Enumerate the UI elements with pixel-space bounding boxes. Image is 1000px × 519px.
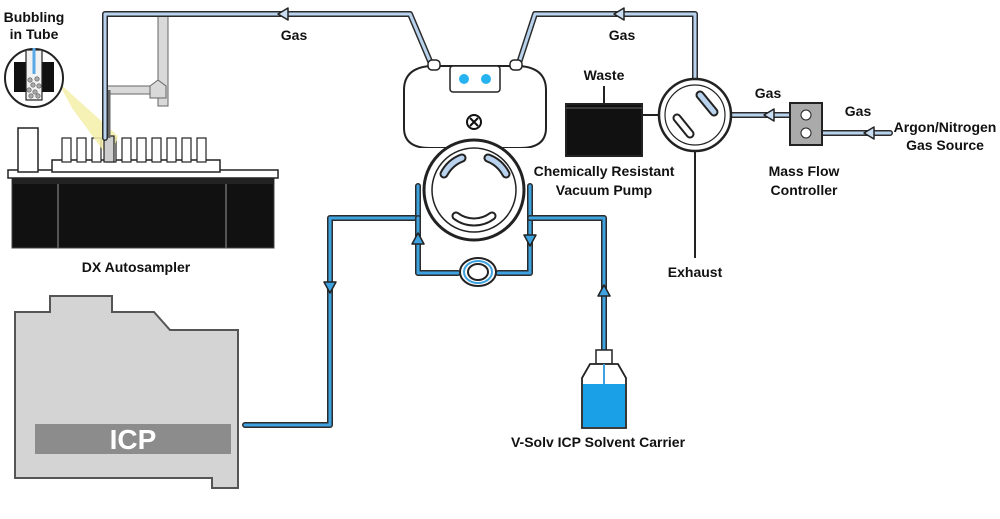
gas-line-to-autosampler-outline [102,11,435,141]
autosampler-label: DX Autosampler [82,259,191,275]
bubble [30,82,36,88]
triangle-arrow-icon [597,284,611,297]
liquid-flow-arrows [323,232,611,297]
gas-source-label-line1: Argon/Nitrogen [894,119,997,135]
pump-label-line2: Vacuum Pump [556,182,652,198]
sample-tube [151,137,162,163]
triangle-arrow-icon [323,281,337,294]
solvent-bottle [581,349,627,429]
dx-autosampler [7,13,279,249]
autosampler-base [11,173,275,249]
valve-center-x [469,117,479,127]
bubbling-label-line1: Bubbling [4,9,65,25]
gas-label-mfc-left: Gas [755,85,782,101]
valve-gas-port [427,59,441,71]
icp-sample-line [243,184,420,427]
flow-arrows [277,7,875,140]
autosampler-top-strip [12,174,274,184]
mfc-body [789,102,823,146]
sample-valve-unit [403,59,547,242]
rinse-bottle [17,127,39,173]
icp-label: ICP [110,424,157,455]
pump-label-line1: Chemically Resistant [534,163,675,179]
triangle-arrow-icon [613,7,625,21]
sample-tube [61,137,72,163]
status-led [481,74,491,84]
vacuum-pump-body [565,103,643,157]
bubbling-callout: Bubbling in Tube [4,9,65,108]
mfc-port [800,109,812,121]
bubbles [26,76,42,99]
solvent-carrier-line [528,216,606,352]
plain-lines [603,86,696,258]
bubble [35,93,41,99]
mfc-port [800,127,812,139]
coil-ring [467,263,489,281]
bubble [36,83,42,89]
liquid-lines [242,183,607,428]
gas-label-top-right: Gas [609,27,636,43]
valve-channel [453,213,495,225]
sample-tube [181,137,192,163]
status-led [459,74,469,84]
coil-ring [459,257,497,287]
exhaust-label: Exhaust [668,264,723,280]
mass-flow-controller [789,102,823,146]
bubble [26,87,32,93]
triangle-arrow-icon [523,234,537,247]
solvent-carrier-label: V-Solv ICP Solvent Carrier [511,434,686,450]
icp-instrument: ICP [14,295,239,489]
x-in-circle-icon [466,114,482,130]
icp-body [14,295,239,489]
valve-housing [403,65,547,149]
triangle-arrow-icon [411,232,425,245]
gas-valve-face [664,84,726,146]
sample-tube [196,137,207,163]
sample-tube [166,137,177,163]
solvent-carrier-line-outline [527,215,607,353]
bubbling-label-line2: in Tube [10,26,59,42]
sample-tube [76,137,87,163]
vacuum-pump [565,103,643,157]
bubble [28,93,34,99]
gas-line-to-autosampler [103,12,434,140]
callout-highlight-beam [58,82,118,160]
gas-label-top-left: Gas [281,27,308,43]
sample-tube [136,137,147,163]
triangle-arrow-icon [863,126,875,140]
gas-switching-valve [657,77,733,153]
gas-label-mfc-right: Gas [845,103,872,119]
gas-source-label-line2: Gas Source [906,137,984,153]
icp-band [35,424,231,454]
gas-valve-channel [674,115,693,137]
sample-rack [51,159,221,173]
waste-label: Waste [584,67,625,83]
valve-led-display [449,65,501,93]
bubble [32,89,38,95]
valve-gas-port [509,59,523,71]
sample-tube [121,137,132,163]
sample-loop-coil [459,257,497,287]
gas-valve-channel [697,92,717,115]
valve-channel [441,155,465,177]
probe-arm-joint [149,79,167,99]
solvent-liquid [583,384,625,427]
mfc-label-line2: Controller [771,182,838,198]
mfc-label-line1: Mass Flow [769,163,840,179]
valve-channel [485,155,509,177]
triangle-arrow-icon [763,108,775,122]
bubble [27,77,33,83]
bottle-cap [595,349,613,365]
coil-ring [463,260,493,284]
triangle-arrow-icon [277,7,289,21]
bubble [34,76,40,82]
sample-tubes [61,137,207,163]
